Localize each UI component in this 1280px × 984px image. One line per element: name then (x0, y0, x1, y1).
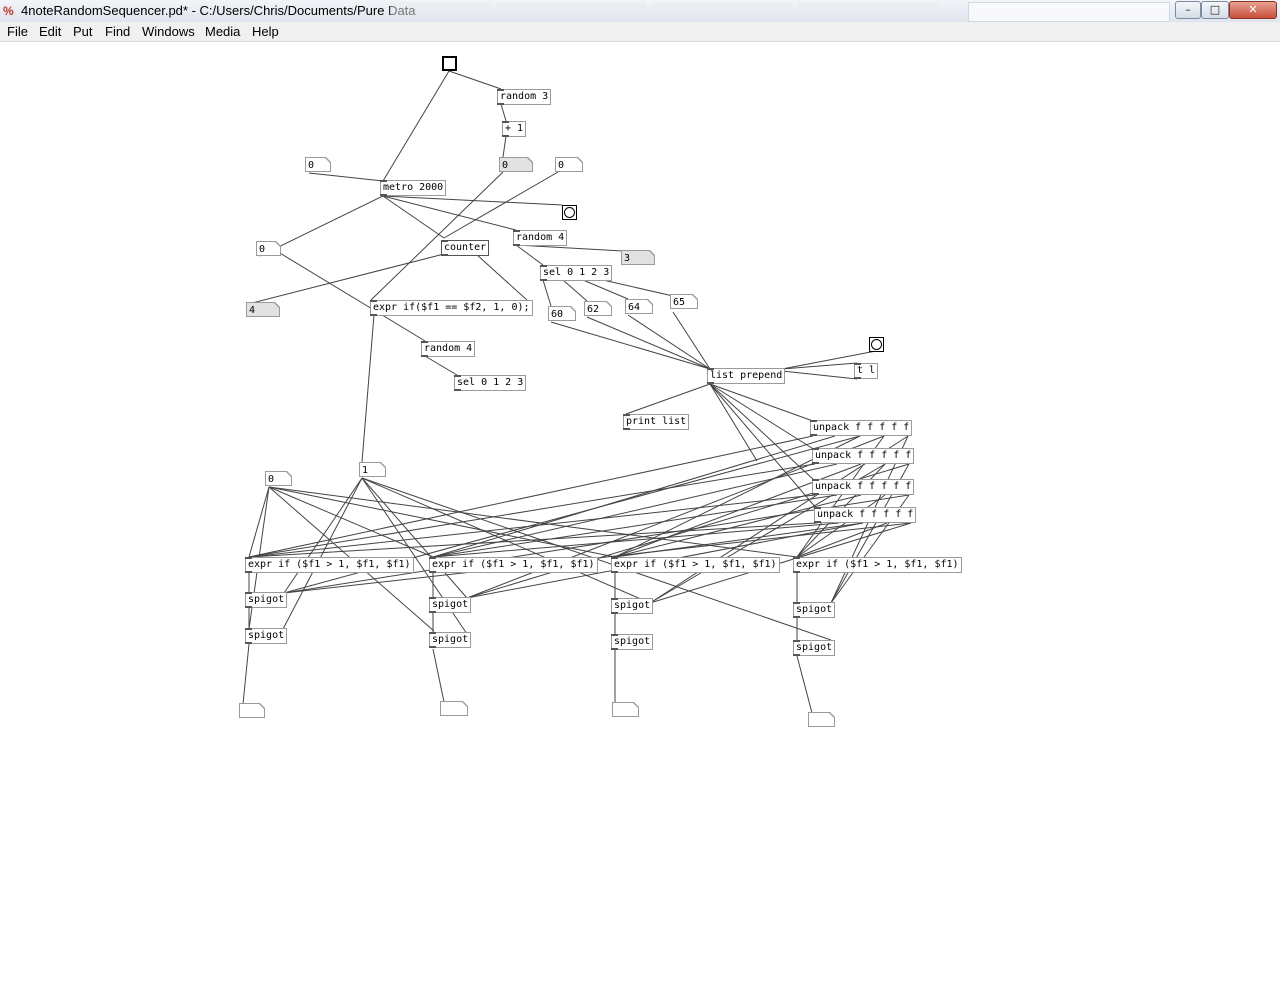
number-box-65[interactable]: 65 (670, 294, 698, 309)
background-browser-tab (968, 2, 1170, 22)
menu-find[interactable]: Find (105, 24, 131, 39)
menu-bar: File Edit Put Find Windows Media Help (0, 22, 1280, 42)
spigot-object[interactable]: spigot (429, 597, 472, 613)
number-box[interactable]: 0 (265, 471, 292, 486)
number-box-60[interactable]: 60 (548, 306, 576, 321)
number-box-counter-out[interactable]: 4 (246, 302, 280, 317)
expr-greater-object[interactable]: expr if ($f1 > 1, $f1, $f1) (611, 557, 780, 573)
number-box[interactable]: 1 (359, 462, 386, 477)
bang-circle-icon (871, 339, 882, 350)
expr-greater-object[interactable]: expr if ($f1 > 1, $f1, $f1) (245, 557, 414, 573)
menu-file[interactable]: File (7, 24, 28, 39)
minimize-button[interactable]: – (1175, 1, 1201, 19)
number-box-64[interactable]: 64 (625, 299, 653, 314)
spigot-object[interactable]: spigot (611, 634, 654, 650)
plus-1-object[interactable]: + 1 (502, 121, 527, 137)
title-bar: % 4noteRandomSequencer.pd* - C:/Users/Ch… (0, 0, 1280, 23)
spigot-object[interactable]: spigot (793, 602, 836, 618)
patch-canvas[interactable]: random 3 + 1 0 0 0 metro 2000 0 counter … (0, 41, 1280, 984)
sel-object[interactable]: sel 0 1 2 3 (540, 265, 613, 281)
random-4-object[interactable]: random 4 (513, 230, 568, 246)
menu-media[interactable]: Media (205, 24, 241, 39)
unpack-object[interactable]: unpack f f f f f (812, 448, 915, 464)
menu-edit[interactable]: Edit (39, 24, 62, 39)
sel-object[interactable]: sel 0 1 2 3 (454, 375, 527, 391)
bang-circle-icon (564, 207, 575, 218)
bang[interactable] (869, 337, 884, 352)
window-title: 4noteRandomSequencer.pd* - C:/Users/Chri… (21, 3, 416, 18)
trigger-object[interactable]: t l (854, 363, 879, 379)
expr-greater-object[interactable]: expr if ($f1 > 1, $f1, $f1) (793, 557, 962, 573)
metro-object[interactable]: metro 2000 (380, 180, 447, 196)
background-taskbar (390, 2, 960, 20)
random-3-object[interactable]: random 3 (497, 89, 552, 105)
expr-greater-object[interactable]: expr if ($f1 > 1, $f1, $f1) (429, 557, 598, 573)
bang[interactable] (562, 205, 577, 220)
number-box-62[interactable]: 62 (584, 301, 612, 316)
number-box-left[interactable]: 0 (256, 241, 281, 256)
number-box-metro-in[interactable]: 0 (305, 157, 331, 172)
menu-windows[interactable]: Windows (142, 24, 195, 39)
output-number-box[interactable] (440, 701, 468, 716)
menu-help[interactable]: Help (252, 24, 279, 39)
patch-cords (242, 70, 912, 714)
spigot-object[interactable]: spigot (245, 628, 288, 644)
random-4-object[interactable]: random 4 (421, 341, 476, 357)
unpack-object[interactable]: unpack f f f f f (810, 420, 913, 436)
output-number-box[interactable] (239, 703, 265, 718)
spigot-object[interactable]: spigot (245, 592, 288, 608)
spigot-object[interactable]: spigot (429, 632, 472, 648)
menu-put[interactable]: Put (73, 24, 93, 39)
list-prepend-object[interactable]: list prepend (707, 368, 786, 384)
print-list-object[interactable]: print list (623, 414, 690, 430)
number-box-right[interactable]: 0 (555, 157, 583, 172)
output-number-box[interactable] (808, 712, 835, 727)
expr-equals-object[interactable]: expr if($f1 == $f2, 1, 0); (370, 300, 533, 316)
output-number-box[interactable] (612, 702, 639, 717)
close-button[interactable]: ✕ (1229, 1, 1277, 19)
number-box-random-out[interactable]: 3 (621, 250, 655, 265)
counter-object[interactable]: counter (441, 240, 490, 256)
pd-icon: % (3, 4, 14, 18)
unpack-object[interactable]: unpack f f f f f (814, 507, 917, 523)
toggle[interactable] (442, 56, 457, 71)
unpack-object[interactable]: unpack f f f f f (812, 479, 915, 495)
spigot-object[interactable]: spigot (793, 640, 836, 656)
spigot-object[interactable]: spigot (611, 598, 654, 614)
number-box-plus-out[interactable]: 0 (499, 157, 533, 172)
maximize-button[interactable]: □ (1201, 1, 1229, 19)
